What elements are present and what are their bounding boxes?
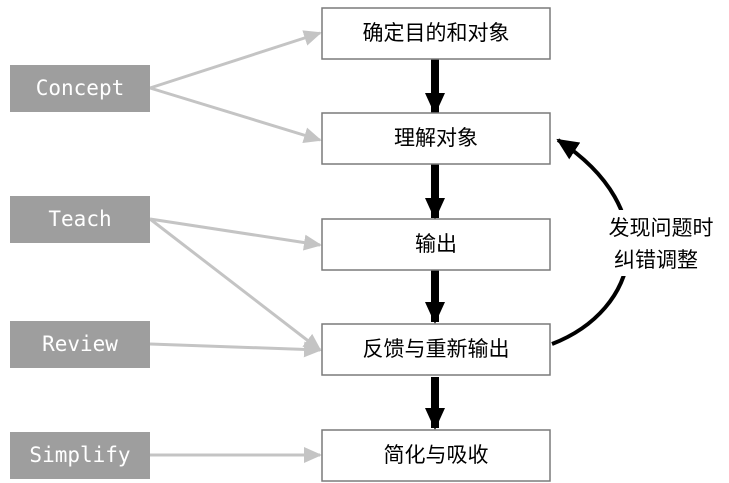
teach-to-step4-arrow	[149, 217, 322, 352]
step-box	[321, 7, 551, 60]
tag-label: Simplify	[29, 443, 130, 467]
tag-box	[10, 432, 150, 479]
step-box	[321, 112, 551, 165]
tag-label: Teach	[48, 207, 111, 231]
step-1: 确定目的和对象	[321, 7, 551, 60]
review-to-step4-arrow	[149, 341, 322, 358]
tag-teach: Teach	[10, 196, 150, 243]
tag-concept: Concept	[10, 65, 150, 112]
feedback-note-bg	[596, 210, 726, 276]
concept-to-step1-arrow	[149, 30, 322, 90]
feedback-note: 发现问题时 纠错调整	[596, 210, 726, 276]
concept-to-step2-arrow	[149, 86, 322, 143]
feedback-note-line2: 纠错调整	[614, 248, 698, 272]
step-label: 确定目的和对象	[363, 21, 510, 45]
tag-review: Review	[10, 321, 150, 368]
tag-label: Review	[42, 332, 118, 356]
step-5: 简化与吸收	[321, 429, 551, 482]
feedback-note-line1: 发现问题时	[609, 216, 714, 240]
step-label: 反馈与重新输出	[363, 337, 510, 361]
step-4: 反馈与重新输出	[321, 323, 551, 376]
teach-to-step3-arrow	[149, 217, 322, 251]
step-label: 输出	[415, 232, 457, 256]
tag-box	[10, 321, 150, 368]
tag-box	[10, 65, 150, 112]
tag-box	[10, 196, 150, 243]
step-box	[321, 429, 551, 482]
step-3: 输出	[321, 218, 551, 271]
step-label: 简化与吸收	[384, 443, 489, 467]
tag-connectors	[149, 30, 322, 463]
step-box	[321, 323, 551, 376]
step-2: 理解对象	[321, 112, 551, 165]
step-box	[321, 218, 551, 271]
step-label: 理解对象	[394, 126, 478, 150]
tag-simplify: Simplify	[10, 432, 150, 479]
tag-label: Concept	[36, 76, 125, 100]
